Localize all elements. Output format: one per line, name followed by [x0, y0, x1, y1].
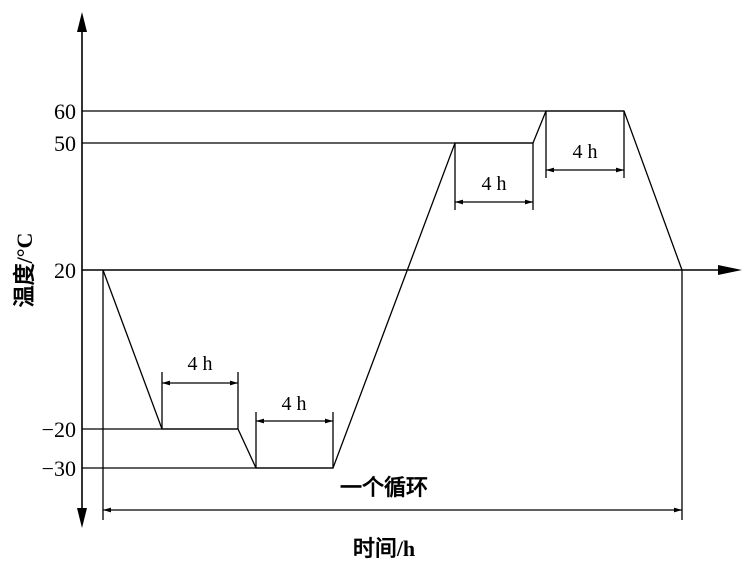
- duration-label: 4 h: [188, 353, 213, 375]
- y-axis-title: 温度/°C: [12, 233, 37, 308]
- duration-label: 4 h: [482, 173, 507, 195]
- cycle-label: 一个循环: [340, 475, 428, 500]
- duration-labels: 4 h 4 h 4 h 4 h: [188, 141, 598, 415]
- y-axis: [77, 12, 87, 528]
- y-tick-20: 20: [54, 258, 76, 283]
- duration-label: 4 h: [573, 141, 598, 163]
- x-axis: [82, 265, 742, 275]
- y-tick-50: 50: [54, 131, 76, 156]
- y-tick-labels: 60 50 20 −20 −30: [42, 99, 76, 481]
- duration-label: 4 h: [282, 393, 307, 415]
- dimension-arrows: [103, 167, 682, 513]
- y-axis-arrow-down: [77, 508, 87, 528]
- y-tick-minus30: −30: [42, 456, 76, 481]
- temperature-profile: [102, 110, 683, 469]
- x-axis-title: 时间/h: [353, 536, 415, 561]
- y-axis-arrow-up: [77, 12, 87, 32]
- boundary-lines: [102, 111, 683, 520]
- y-tick-minus20: −20: [42, 417, 76, 442]
- x-axis-arrow: [718, 265, 742, 275]
- y-tick-60: 60: [54, 99, 76, 124]
